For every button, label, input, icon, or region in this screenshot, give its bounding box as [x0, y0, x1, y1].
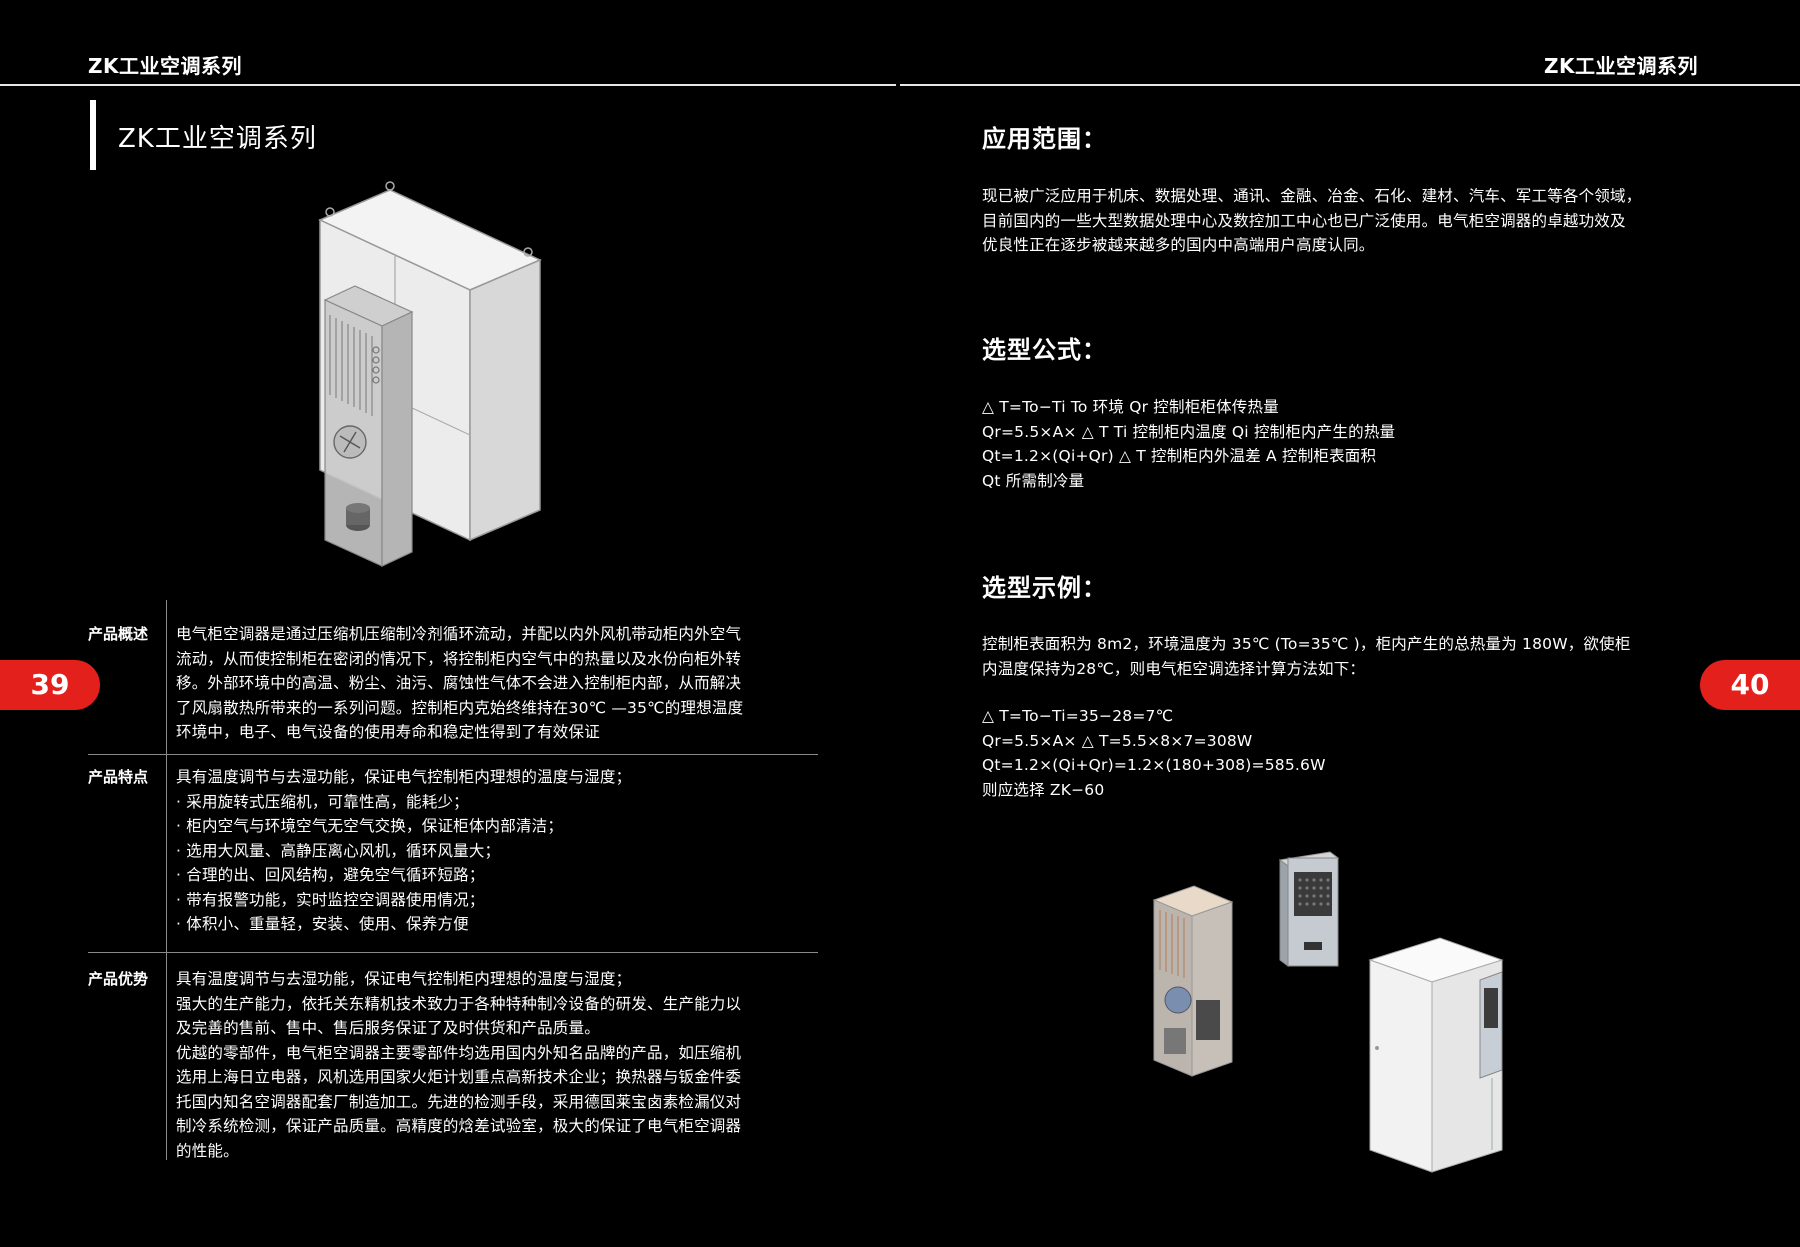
cabinet-ac-illustration [318, 181, 542, 567]
header-divider-right [900, 84, 1800, 86]
example-intro-text: 控制柜表面积为 8m2，环境温度为 35℃ (To=35℃ )，柜内产生的总热量… [982, 635, 1631, 678]
features-label: 产品特点 [88, 768, 149, 786]
overview-label: 产品概述 [88, 625, 149, 643]
header-right-title: ZK工业空调系列 [1544, 54, 1698, 78]
application-heading: 应用范围： [982, 125, 1107, 153]
features-text: 具有温度调节与去湿功能，保证电气控制柜内理想的温度与湿度； · 采用旋转式压缩机… [176, 768, 632, 933]
formula-heading: 选型公式： [982, 336, 1107, 364]
header-left-title: ZK工业空调系列 [88, 54, 242, 78]
example-calc-text: △ T=To−Ti=35−28=7℃ Qr=5.5×A× △ T=5.5×8×7… [982, 707, 1326, 799]
application-text: 现已被广泛应用于机床、数据处理、通讯、金融、冶金、石化、建材、汽车、军工等各个领… [982, 187, 1642, 254]
advantages-label: 产品优势 [88, 970, 149, 988]
example-heading: 选型示例： [982, 574, 1107, 602]
info-table-divider [88, 952, 818, 953]
page-number-right: 40 [1700, 660, 1800, 710]
overview-text: 电气柜空调器是通过压缩机压缩制冷剂循环流动，并配以内外风机带动柜内外空气 流动，… [176, 625, 744, 741]
section-title: ZK工业空调系列 [118, 124, 317, 154]
info-table-divider [88, 754, 818, 755]
ac-units-illustration [1152, 851, 1504, 1173]
header-divider-left [0, 84, 896, 86]
info-table-vertical-divider [166, 600, 167, 1160]
page-number-left: 39 [0, 660, 100, 710]
formula-text: △ T=To−Ti To 环境 Qr 控制柜柜体传热量 Qr=5.5×A× △ … [982, 398, 1396, 490]
section-accent-bar [90, 100, 96, 170]
advantages-text: 具有温度调节与去湿功能，保证电气控制柜内理想的温度与湿度； 强大的生产能力，依托… [176, 970, 742, 1160]
